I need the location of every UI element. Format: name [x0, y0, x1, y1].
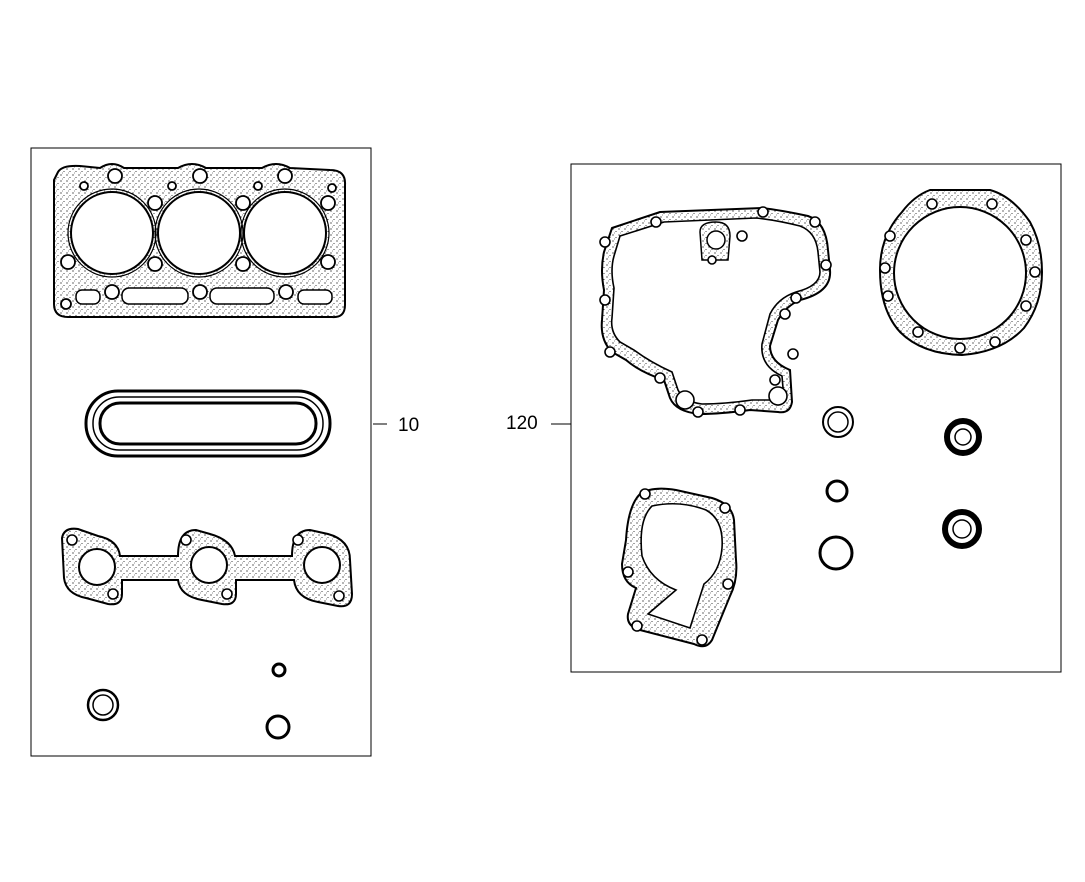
callout-120[interactable]: 120	[506, 413, 538, 434]
callout-10[interactable]: 10	[398, 415, 420, 436]
seal-ring[interactable]	[822, 406, 854, 438]
flywheel-housing-gasket[interactable]	[878, 189, 1044, 357]
o-ring-large[interactable]	[818, 535, 854, 571]
valve-cover-gasket[interactable]	[84, 389, 332, 458]
oil-seal-large[interactable]	[942, 509, 982, 549]
oil-seal-small[interactable]	[944, 418, 982, 456]
kit-10-frame	[30, 147, 372, 757]
kit-120-frame	[570, 163, 1062, 673]
o-ring-medium[interactable]	[265, 714, 291, 740]
cylinder-bore	[243, 191, 327, 275]
timing-cover-gasket[interactable]	[599, 206, 832, 418]
cylinder-bore	[157, 191, 241, 275]
water-pump-gasket[interactable]	[620, 487, 738, 648]
o-ring-small[interactable]	[825, 479, 849, 503]
cylinder-head-gasket[interactable]	[53, 163, 347, 319]
seal-ring[interactable]	[86, 688, 120, 722]
exhaust-manifold-gasket[interactable]	[60, 527, 354, 608]
cylinder-bore	[70, 191, 154, 275]
o-ring-small[interactable]	[271, 662, 287, 678]
